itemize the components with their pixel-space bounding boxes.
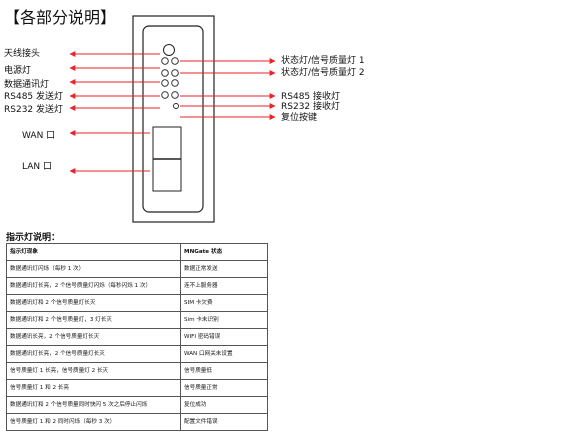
page-title: 【各部分说明】	[4, 8, 117, 27]
label-lan: LAN 口	[22, 162, 52, 172]
table-cell-status: SIM 卡欠费	[180, 294, 268, 312]
label-reset: 复位按键	[281, 113, 318, 123]
table-cell-status: Sim 卡未识别	[180, 311, 268, 329]
table-cell-phenomenon: 数据通讯灯和 2 个信号质量同时快闪 5 次之后停止闪烁	[6, 396, 181, 414]
label-rs485-rx: RS485 接收灯	[281, 92, 341, 102]
led-rs232-tx	[161, 91, 169, 99]
label-rs232-rx: RS232 接收灯	[281, 102, 341, 112]
table-cell-status: WAN 口网关未设置	[180, 345, 268, 363]
table-cell-status: 连不上服务器	[180, 277, 268, 295]
table-header-row: 指示灯现象 MNGate 状态	[6, 243, 268, 261]
label-power: 电源灯	[4, 66, 32, 76]
table-header-phenomenon: 指示灯现象	[6, 243, 181, 261]
table-row: 数据通讯灯闪烁（每秒 1 次）数据正常发送	[6, 260, 268, 278]
led-rs485-rx	[171, 79, 179, 87]
indicator-table: 指示灯现象 MNGate 状态 数据通讯灯闪烁（每秒 1 次）数据正常发送 数据…	[6, 243, 268, 431]
table-cell-phenomenon: 数据通讯长亮，2 个信号质量灯长灭	[6, 328, 181, 346]
table-cell-status: 信号质量低	[180, 362, 268, 380]
led-data	[161, 69, 169, 77]
table-cell-phenomenon: 信号质量灯 1 长亮，信号质量灯 2 长灭	[6, 362, 181, 380]
table-header-status: MNGate 状态	[180, 243, 268, 261]
label-status2: 状态灯/信号质量灯 2	[281, 68, 365, 78]
indicator-section-title: 指示灯说明：	[6, 233, 61, 243]
antenna-connector	[163, 44, 175, 56]
wan-port	[152, 126, 182, 160]
led-status2	[171, 69, 179, 77]
led-rs485-tx	[161, 79, 169, 87]
table-row: 信号质量灯 1 长亮，信号质量灯 2 长灭信号质量低	[6, 362, 268, 380]
table-cell-phenomenon: 数据通讯灯长亮，2 个信号质量灯闪烁（每秒闪烁 1 次）	[6, 277, 181, 295]
device-outer	[132, 15, 215, 223]
table-row: 数据通讯灯和 2 个信号质量同时快闪 5 次之后停止闪烁复位成功	[6, 396, 268, 414]
led-power	[161, 57, 169, 65]
led-status1	[171, 57, 179, 65]
table-row: 信号质量灯 1 和 2 长亮信号质量正常	[6, 379, 268, 397]
table-cell-status: 数据正常发送	[180, 260, 268, 278]
label-rs232-tx: RS232 发送灯	[4, 105, 64, 115]
label-antenna: 天线接头	[4, 49, 41, 59]
table-cell-phenomenon: 信号质量灯 1 和 2 同时闪烁（每秒 3 次）	[6, 413, 181, 431]
device-inner	[142, 25, 204, 213]
reset-button	[173, 103, 179, 109]
label-wan: WAN 口	[22, 131, 56, 141]
table-cell-phenomenon: 数据通讯灯闪烁（每秒 1 次）	[6, 260, 181, 278]
label-rs485-tx: RS485 发送灯	[4, 92, 64, 102]
led-rs232-rx	[171, 91, 179, 99]
table-cell-status: 配置文件错误	[180, 413, 268, 431]
table-cell-phenomenon: 数据通讯灯长亮，2 个信号质量灯长灭	[6, 345, 181, 363]
table-cell-status: 信号质量正常	[180, 379, 268, 397]
table-cell-phenomenon: 数据通讯灯和 2 个信号质量灯长灭	[6, 294, 181, 312]
table-cell-phenomenon: 信号质量灯 1 和 2 长亮	[6, 379, 181, 397]
table-row: 信号质量灯 1 和 2 同时闪烁（每秒 3 次）配置文件错误	[6, 413, 268, 431]
label-data: 数据通讯灯	[4, 80, 50, 90]
device-diagram	[69, 15, 276, 223]
table-cell-status: 复位成功	[180, 396, 268, 414]
table-row: 数据通讯灯长亮，2 个信号质量灯闪烁（每秒闪烁 1 次）连不上服务器	[6, 277, 268, 295]
label-status1: 状态灯/信号质量灯 1	[281, 56, 365, 66]
lan-port	[152, 158, 182, 192]
table-cell-status: WIFI 密码错误	[180, 328, 268, 346]
table-cell-phenomenon: 数据通讯灯和 2 个信号质量灯，3 灯长灭	[6, 311, 181, 329]
